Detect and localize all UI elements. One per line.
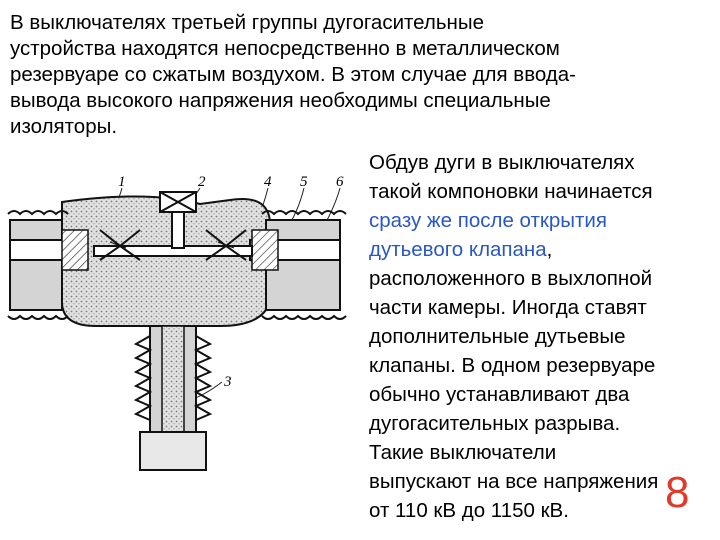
intro-line: устройства находятся непосредственно в м…	[10, 37, 560, 60]
description-line: части камеры. Иногда ставят	[369, 296, 647, 319]
description-line: такой компоновки начинается	[369, 180, 653, 203]
intro-line: В выключателях третьей группы дугогасите…	[10, 11, 485, 34]
description-line: клапаны. В одном резервуаре	[369, 354, 656, 377]
intro-line: вывода высокого напряжения необходимы сп…	[10, 89, 551, 112]
air-tank	[61, 195, 271, 327]
figure-label: 5	[300, 174, 308, 190]
right-insulator	[249, 210, 347, 320]
slide-number: 8	[665, 468, 690, 517]
description-line: обычно устанавливают два	[369, 383, 630, 406]
description-line: расположенного в выхлопной	[369, 267, 653, 290]
figure-label: 4	[264, 174, 272, 190]
description-line: дугогасительных разрыва.	[369, 412, 621, 435]
description-line: выпускают на все напряжения	[369, 470, 659, 493]
support-insulator	[133, 325, 213, 471]
highlight-text: дутьевого клапана	[369, 238, 547, 261]
description-line: дополнительные дутьевые	[369, 325, 626, 348]
figure-label: 6	[336, 174, 344, 190]
punctuation: ,	[546, 238, 553, 261]
description-line-4: дутьевого клапана,	[369, 235, 719, 264]
description-line: сразу же после открытия	[369, 209, 607, 232]
description-line: Такие выключатели	[369, 441, 557, 464]
left-insulator	[7, 210, 89, 320]
description-line: Обдув дуги в выключателях	[369, 151, 635, 174]
figure-label: 3	[223, 374, 232, 390]
figure-label: 1	[118, 174, 126, 190]
intro-paragraph: В выключателях третьей группы дугогасите…	[10, 10, 710, 140]
figure-label: 2	[198, 174, 206, 190]
intro-line: изоляторы.	[10, 115, 118, 138]
arc-nozzles	[99, 229, 247, 261]
description-line: от 110 кВ до 1150 кВ.	[369, 499, 569, 522]
contact-system	[93, 191, 253, 257]
breaker-diagram: 1 2 4 5 6 3	[7, 174, 347, 471]
description-paragraph: Обдув дуги в выключателях такой компонов…	[369, 148, 719, 525]
intro-line: резервуаре со сжатым воздухом. В этом сл…	[10, 63, 576, 86]
